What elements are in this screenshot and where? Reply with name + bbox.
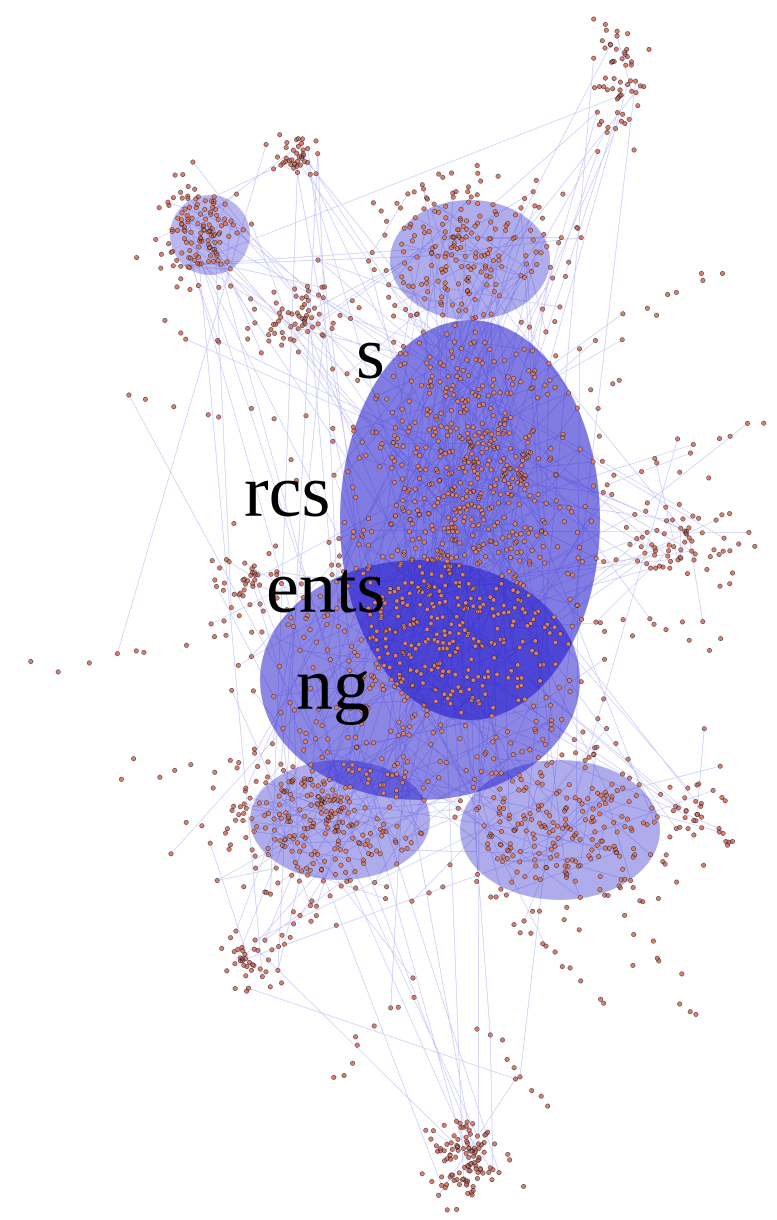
graph-nodes — [28, 16, 767, 1213]
node-dots — [28, 16, 767, 1213]
dense-core-region — [260, 560, 580, 800]
dense-core-region — [460, 760, 660, 900]
